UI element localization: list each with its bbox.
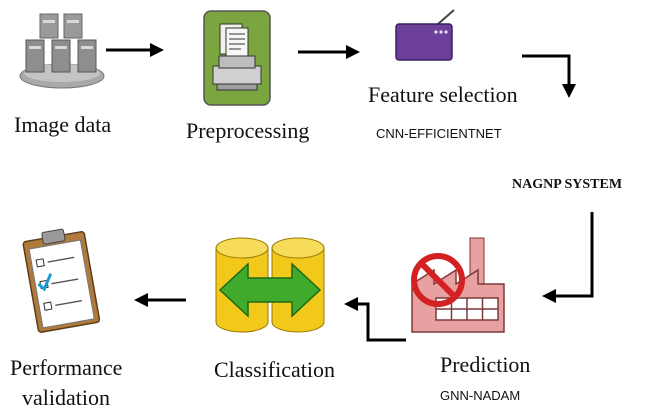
step-label-preprocessing: Preprocessing xyxy=(186,118,310,143)
flow-arrow xyxy=(134,293,186,307)
step-label-feature-selection: Feature selection xyxy=(368,82,518,107)
flow-arrow xyxy=(542,212,594,303)
step-label-performance-line1: Performance xyxy=(10,355,123,380)
server-stack-icon xyxy=(19,13,105,89)
document-printer-icon xyxy=(203,10,271,106)
step-label-classification: Classification xyxy=(214,357,335,382)
flow-arrow xyxy=(298,45,360,59)
flow-arrow xyxy=(106,43,164,57)
feature-method-label: CNN-EFFICIENTNET xyxy=(376,126,502,141)
step-label-prediction: Prediction xyxy=(440,352,531,377)
flow-arrow xyxy=(522,54,576,98)
clipboard-checklist-icon xyxy=(22,228,101,333)
system-name-label: NAGNP SYSTEM xyxy=(512,177,623,192)
step-label-image-data: Image data xyxy=(14,112,112,137)
factory-prohibited-icon xyxy=(411,237,505,333)
step-label-performance-line2: validation xyxy=(22,385,110,410)
flow-arrow xyxy=(344,297,406,342)
prediction-method-label: GNN-NADAM xyxy=(440,388,521,403)
database-exchange-icon xyxy=(215,237,325,333)
radio-device-icon xyxy=(395,9,455,61)
